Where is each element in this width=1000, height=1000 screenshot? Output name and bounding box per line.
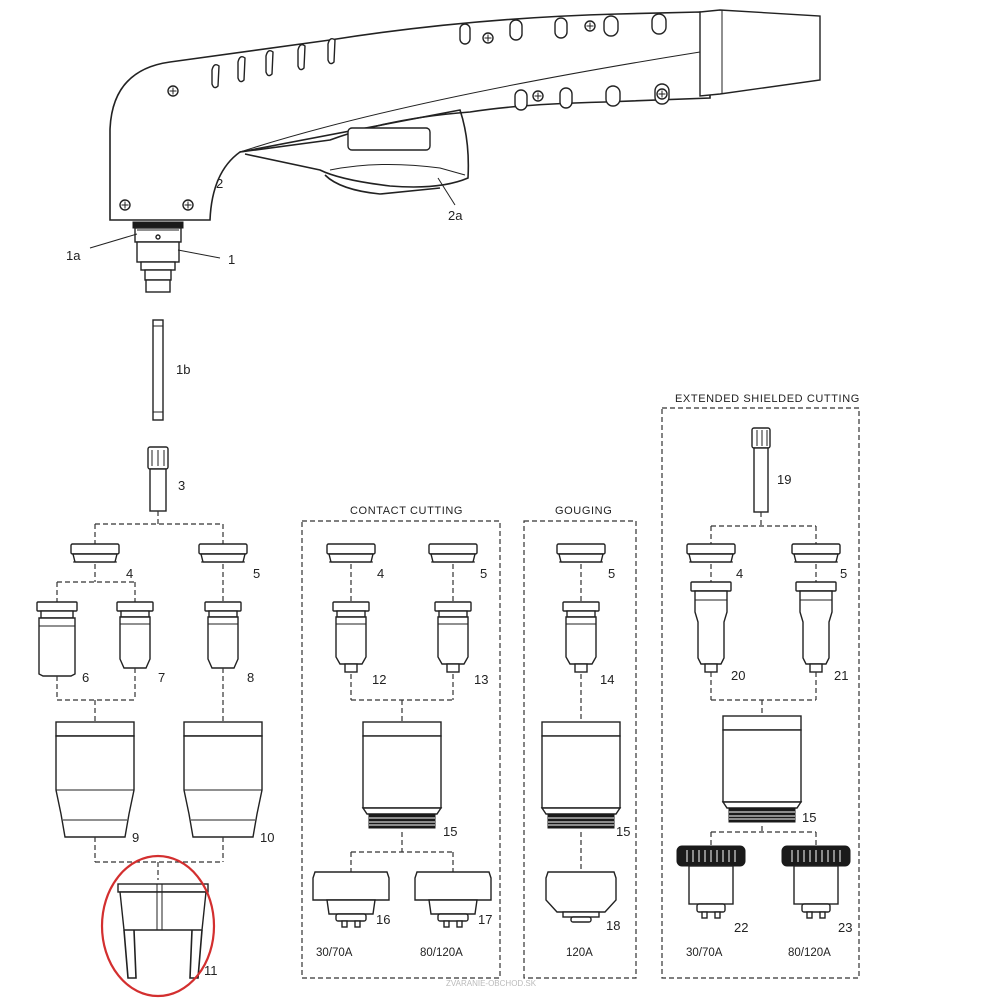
label-5: 5 bbox=[253, 566, 260, 581]
label-6: 6 bbox=[82, 670, 89, 685]
amp-g18: 120A bbox=[566, 947, 593, 959]
extended-parts bbox=[676, 427, 851, 919]
part-1b-tube bbox=[152, 319, 164, 421]
label-e21: 21 bbox=[834, 668, 848, 683]
torch-head-collar bbox=[132, 221, 184, 293]
label-7: 7 bbox=[158, 670, 165, 685]
label-1a: 1a bbox=[66, 248, 81, 263]
label-9: 9 bbox=[132, 830, 139, 845]
label-3: 3 bbox=[178, 478, 185, 493]
gouging-parts bbox=[541, 543, 621, 923]
amp-e23: 80/120A bbox=[788, 947, 831, 959]
standard-consumables bbox=[36, 511, 263, 880]
contact-parts bbox=[312, 543, 492, 928]
highlight-circle bbox=[100, 854, 216, 998]
title-gouging: GOUGING bbox=[555, 505, 612, 517]
label-e15: 15 bbox=[802, 810, 816, 825]
label-g15: 15 bbox=[616, 824, 630, 839]
label-e23: 23 bbox=[838, 920, 852, 935]
label-e20: 20 bbox=[731, 668, 745, 683]
label-8: 8 bbox=[247, 670, 254, 685]
label-c13: 13 bbox=[474, 672, 488, 687]
leader-lines bbox=[89, 177, 456, 259]
label-2a: 2a bbox=[448, 208, 463, 223]
part-3-swirl bbox=[147, 446, 169, 512]
amp-c16: 30/70A bbox=[316, 947, 353, 959]
watermark: ZVARANIE-OBCHOD.SK bbox=[446, 979, 537, 988]
label-2: 2 bbox=[216, 176, 223, 191]
labels: 1a 1 2 2a 1b 3 4 5 6 7 8 9 10 11 CONTACT… bbox=[66, 176, 860, 988]
label-e5: 5 bbox=[840, 566, 847, 581]
label-c17: 17 bbox=[478, 912, 492, 927]
label-c5: 5 bbox=[480, 566, 487, 581]
title-contact-cutting: CONTACT CUTTING bbox=[350, 505, 463, 517]
gouging-box bbox=[523, 520, 637, 979]
label-c4: 4 bbox=[377, 566, 384, 581]
amp-c17: 80/120A bbox=[420, 947, 463, 959]
torch-body bbox=[109, 9, 821, 221]
extended-cutting-box bbox=[661, 407, 860, 979]
label-c15: 15 bbox=[443, 824, 457, 839]
label-10: 10 bbox=[260, 830, 274, 845]
label-c12: 12 bbox=[372, 672, 386, 687]
label-c16: 16 bbox=[376, 912, 390, 927]
amp-e22: 30/70A bbox=[686, 947, 723, 959]
label-e4: 4 bbox=[736, 566, 743, 581]
label-g14: 14 bbox=[600, 672, 614, 687]
label-4: 4 bbox=[126, 566, 133, 581]
label-1: 1 bbox=[228, 252, 235, 267]
title-extended-shielded-cutting: EXTENDED SHIELDED CUTTING bbox=[675, 393, 860, 405]
label-g5: 5 bbox=[608, 566, 615, 581]
part-11-spacer bbox=[117, 883, 209, 979]
label-g18: 18 bbox=[606, 918, 620, 933]
label-1b: 1b bbox=[176, 362, 190, 377]
label-e19: 19 bbox=[777, 472, 791, 487]
label-11: 11 bbox=[204, 963, 218, 978]
label-e22: 22 bbox=[734, 920, 748, 935]
contact-cutting-box bbox=[301, 520, 501, 979]
